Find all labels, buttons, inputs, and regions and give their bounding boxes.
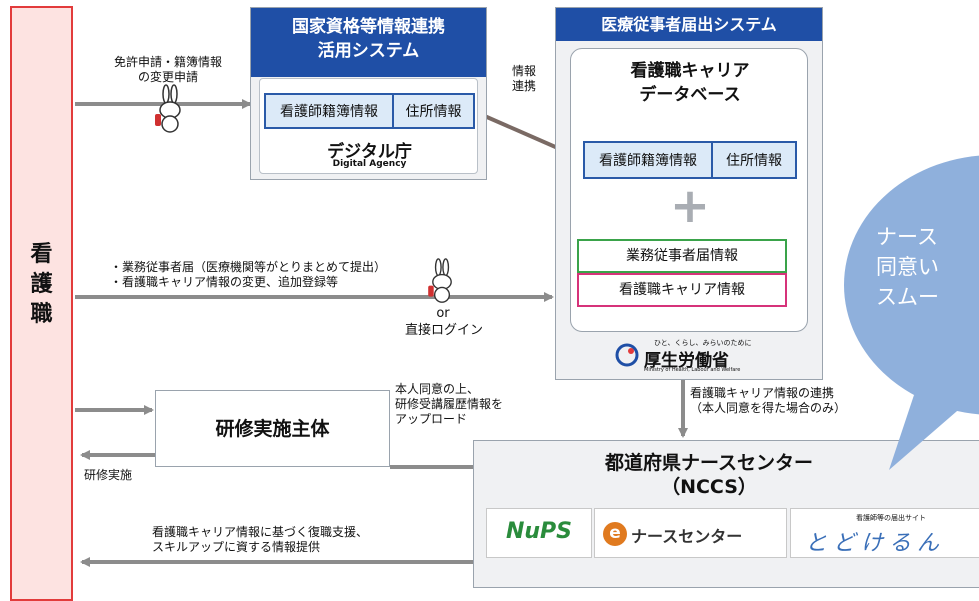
training-impl-label: 研修実施: [84, 468, 133, 482]
nups-logo: NuPS: [486, 508, 592, 558]
license-application-line: 免許申請・籍簿情報: [113, 55, 222, 69]
training-body-box: 研修実施主体: [155, 390, 390, 467]
upload-label: 本人同意の上、 研修受講履歴情報を アップロード: [395, 382, 503, 427]
enurse-text: ナースセンター: [631, 527, 743, 546]
career-database: 看護職キャリア データベース 看護師籍簿情報 住所情報 + 業務従事者届情報 看…: [570, 48, 808, 332]
mhlw-address-cell: 住所情報: [711, 141, 797, 179]
training-body-label: 研修実施主体: [215, 418, 330, 440]
career-link-label: 看護職キャリア情報の連携 （本人同意を得た場合のみ）: [690, 386, 846, 416]
support-info-line: スキルアップに資する情報提供: [152, 540, 321, 554]
speech-bubble-text: ナース 同意い スムー: [876, 222, 979, 312]
todokerun-text: とどけるん: [805, 531, 946, 556]
or-label: or: [436, 306, 450, 321]
digital-system-title-line: 活用システム: [317, 41, 420, 61]
license-application-label: 免許申請・籍簿情報 の変更申請: [98, 55, 238, 85]
support-info-line: 看護職キャリア情報に基づく復職支援、: [152, 525, 369, 539]
license-application-line: の変更申請: [137, 70, 198, 84]
digital-system-box: 国家資格等情報連携 活用システム 看護師籍簿情報 住所情報 デジタル庁 Digi…: [250, 7, 487, 180]
nurse-column: [10, 6, 73, 601]
mhlw-name-en: Ministry of Health, Labour and Welfare: [644, 367, 741, 373]
career-link-line: （本人同意を得た場合のみ）: [690, 401, 847, 415]
direct-login-label: 直接ログイン: [405, 323, 484, 338]
support-info-label: 看護職キャリア情報に基づく復職支援、 スキルアップに資する情報提供: [152, 525, 368, 555]
upload-line: 研修受講履歴情報を: [395, 397, 504, 411]
career-link-line: 看護職キャリア情報の連携: [690, 386, 835, 400]
digital-system-title-line: 国家資格等情報連携: [292, 17, 445, 37]
nups-text: NuPS: [505, 519, 573, 544]
nccs-title-line: 都道府県ナースセンター: [604, 452, 814, 474]
digital-agency-name: デジタル庁: [327, 142, 412, 162]
mhlw-system-title: 医療従事者届出システム: [556, 8, 822, 41]
work-report-label: ・業務従事者届（医療機関等がとりまとめて提出） ・看護職キャリア情報の変更、追加…: [110, 260, 386, 290]
career-database-title: 看護職キャリア データベース: [571, 59, 809, 107]
plus-sign: +: [669, 178, 711, 234]
speech-bubble-line: 同意い: [876, 255, 939, 279]
nccs-title: 都道府県ナースセンター （NCCS）: [474, 451, 944, 499]
nccs-title-line: （NCCS）: [661, 476, 757, 498]
career-database-title-line: データベース: [639, 85, 741, 105]
registry-cell: 看護師籍簿情報: [264, 93, 394, 129]
speech-bubble-line: スムー: [876, 285, 939, 309]
info-link-label: 情報 連携: [512, 64, 536, 94]
mhlw-tagline: ひと、くらし、みらいのために: [654, 339, 752, 347]
mhlw-name: 厚生労働省: [644, 351, 729, 371]
todokerun-caption: 看護師等の届出サイト: [856, 514, 926, 522]
digital-agency-name-en: Digital Agency: [332, 159, 407, 169]
digital-system-title: 国家資格等情報連携 活用システム: [251, 8, 486, 77]
rabbit-mascot-icon: [428, 258, 452, 303]
rabbit-mascot-icon: [155, 84, 181, 133]
nurse-label-char: 職: [30, 302, 53, 327]
info-link-line: 情報: [512, 64, 537, 78]
digital-system-inner: 看護師籍簿情報 住所情報 デジタル庁 Digital Agency: [259, 78, 478, 174]
career-info-cell: 看護職キャリア情報: [577, 273, 787, 307]
nurse-label: 看 護 職: [10, 240, 73, 330]
nurse-label-char: 看: [30, 242, 53, 267]
info-link-line: 連携: [512, 79, 537, 93]
mhlw-logo: ひと、くらし、みらいのために 厚生労働省 Ministry of Health,…: [614, 338, 794, 376]
address-cell: 住所情報: [392, 93, 475, 129]
nurse-label-char: 護: [30, 272, 53, 297]
mhlw-logo-mark: [615, 343, 639, 367]
career-database-title-line: 看護職キャリア: [630, 61, 750, 81]
upload-line: アップロード: [395, 412, 468, 426]
upload-line: 本人同意の上、: [395, 382, 480, 396]
todokerun-logo: 看護師等の届出サイト とどけるん: [790, 508, 979, 558]
mhlw-registry-cell: 看護師籍簿情報: [583, 141, 713, 179]
enurse-logo: e ナースセンター: [594, 508, 787, 558]
enurse-mark: e: [603, 522, 627, 546]
mhlw-system-box: 医療従事者届出システム 看護職キャリア データベース 看護師籍簿情報 住所情報 …: [555, 7, 823, 380]
speech-bubble-line: ナース: [876, 225, 938, 249]
work-report-line: ・看護職キャリア情報の変更、追加登録等: [110, 275, 339, 289]
work-report-cell: 業務従事者届情報: [577, 239, 787, 273]
speech-bubble: [844, 155, 979, 470]
work-report-line: ・業務従事者届（医療機関等がとりまとめて提出）: [110, 260, 387, 274]
